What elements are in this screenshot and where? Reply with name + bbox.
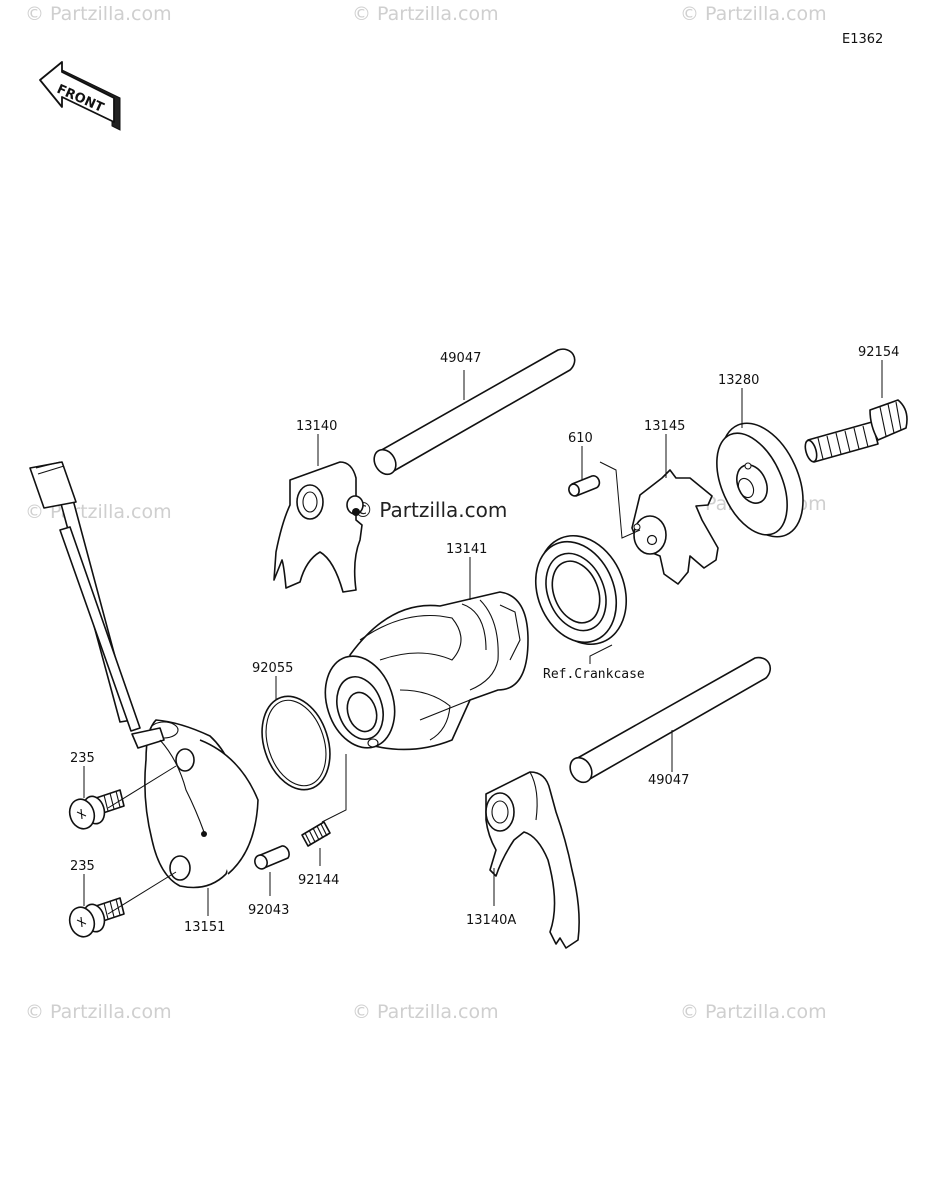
shift-drum-cam xyxy=(631,469,719,585)
shift-fork-top xyxy=(273,461,364,593)
o-ring xyxy=(261,695,331,791)
plate-13280 xyxy=(716,422,804,538)
callout-610: 610 xyxy=(568,431,593,446)
leader-lines xyxy=(83,360,883,916)
diagram-code: E1362 xyxy=(842,32,883,47)
front-arrow-icon: FRONT xyxy=(39,61,121,131)
callout-13140A: 13140A xyxy=(466,913,516,928)
watermark: © Partzilla.com xyxy=(25,1001,172,1023)
callout-49047-bottom: 49047 xyxy=(648,773,689,788)
callout-235-bottom: 235 xyxy=(70,859,95,874)
watermarks: © Partzilla.com © Partzilla.com © Partzi… xyxy=(25,3,827,1023)
screw-235-top xyxy=(68,789,125,830)
watermark: © Partzilla.com xyxy=(352,1001,499,1023)
pin-92043 xyxy=(254,845,290,870)
callout-13140: 13140 xyxy=(296,419,337,434)
callout-13280: 13280 xyxy=(718,373,759,388)
callout-92043: 92043 xyxy=(248,903,289,918)
watermark: © Partzilla.com xyxy=(680,3,827,25)
watermark: © Partzilla.com xyxy=(25,3,172,25)
shift-rod-top xyxy=(373,348,576,476)
shift-rod-bottom xyxy=(569,656,772,784)
bolt-92154 xyxy=(804,399,908,463)
shift-fork-bottom xyxy=(485,771,580,949)
callout-92154: 92154 xyxy=(858,345,899,360)
watermark: © Partzilla.com xyxy=(352,3,499,25)
callout-235-top: 235 xyxy=(70,751,95,766)
callout-13141: 13141 xyxy=(446,542,487,557)
center-watermark: © Partzilla.com xyxy=(353,498,507,522)
callout-13151: 13151 xyxy=(184,920,225,935)
bearing xyxy=(534,534,628,646)
ref-crankcase-note: Ref.Crankcase xyxy=(543,667,645,682)
shift-drum xyxy=(324,591,529,751)
gear-position-sensor xyxy=(29,461,259,889)
watermark: © Partzilla.com xyxy=(680,1001,827,1023)
callout-92055: 92055 xyxy=(252,661,293,676)
spring xyxy=(301,821,331,847)
callouts: 49047 13140 610 13145 13280 92154 13141 … xyxy=(70,345,899,935)
screw-235-bottom xyxy=(68,897,125,938)
pin-610 xyxy=(568,475,601,497)
callout-13145: 13145 xyxy=(644,419,685,434)
callout-92144: 92144 xyxy=(298,873,339,888)
callout-49047-top: 49047 xyxy=(440,351,481,366)
